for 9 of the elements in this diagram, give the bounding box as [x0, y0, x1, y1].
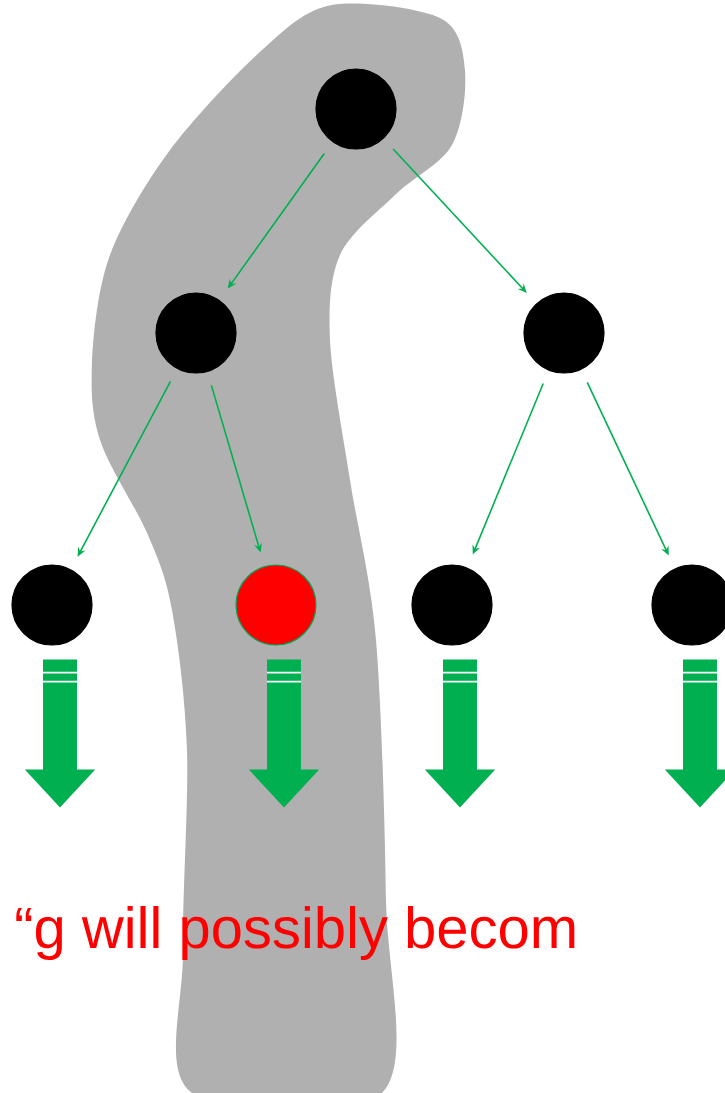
- circle-node: [651, 564, 725, 646]
- arrow: [392, 148, 527, 293]
- circle-node: [235, 564, 317, 646]
- circle-node: [523, 292, 605, 374]
- caption-text: “g will possibly becom: [16, 905, 575, 961]
- circle-node: [315, 68, 397, 150]
- circle-node: [11, 564, 93, 646]
- circle-node: [411, 564, 493, 646]
- circle-node: [155, 292, 237, 374]
